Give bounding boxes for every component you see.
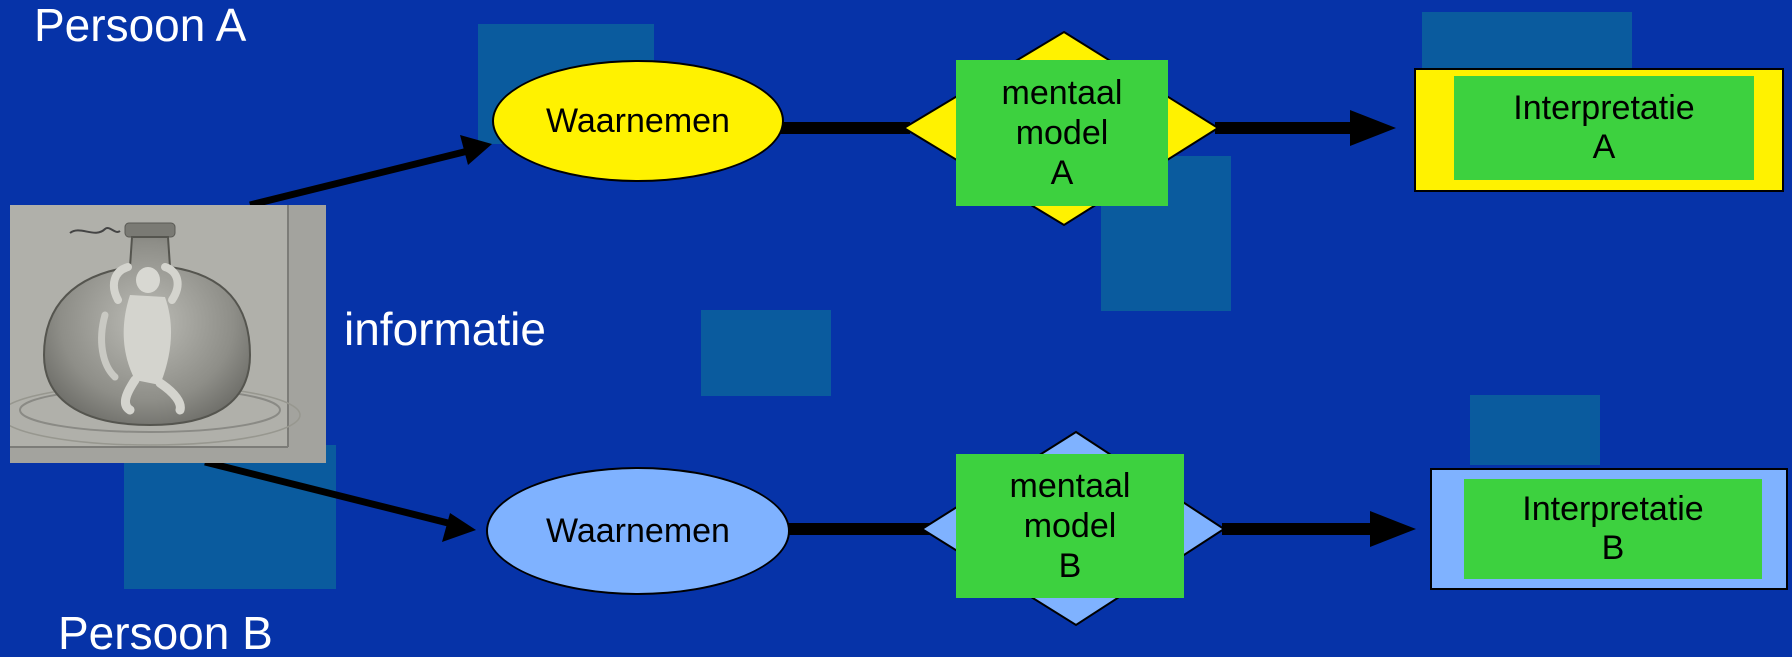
person-b-title: Persoon B (58, 607, 273, 657)
model-b-line3: B (1058, 547, 1082, 586)
bottle-figure-drawing-icon (10, 205, 326, 463)
model-a-line3: A (1050, 154, 1074, 193)
bottle-figure-drawing-image (10, 205, 326, 463)
decor-square-6 (1470, 395, 1600, 465)
model-b-line2: model (1023, 506, 1117, 545)
model-a-line1: mentaal (1001, 73, 1123, 112)
perceive-b-ellipse: Waarnemen (486, 467, 790, 595)
arrowhead-perceive-a (460, 135, 492, 165)
arrow-image-to-perceive-b (204, 458, 457, 529)
arrowhead-perceive-b (442, 513, 476, 542)
interpretation-b-line1: Interpretatie (1522, 489, 1704, 528)
arrowhead-interpretation-b (1370, 511, 1416, 547)
interpretation-a-box: Interpretatie A (1454, 76, 1754, 180)
interpretation-a-line1: Interpretatie (1513, 88, 1695, 127)
perceive-b-label: Waarnemen (546, 511, 730, 550)
perceive-a-label: Waarnemen (546, 101, 730, 140)
arrow-image-to-perceive-a (249, 146, 473, 209)
interpretation-a-line2: A (1592, 128, 1616, 166)
decor-square-4 (701, 310, 831, 396)
perceive-a-ellipse: Waarnemen (492, 60, 784, 182)
model-b-line1: mentaal (1009, 466, 1131, 505)
person-a-title: Persoon A (34, 0, 247, 51)
interpretation-b-line2: B (1601, 529, 1625, 567)
mental-model-a: mentaal model A (956, 60, 1168, 206)
information-label: informatie (344, 303, 546, 355)
interpretation-b-box: Interpretatie B (1464, 479, 1762, 579)
mental-model-b: mentaal model B (956, 454, 1184, 598)
model-a-line2: model (1015, 113, 1109, 152)
arrowhead-interpretation-a (1350, 110, 1396, 146)
